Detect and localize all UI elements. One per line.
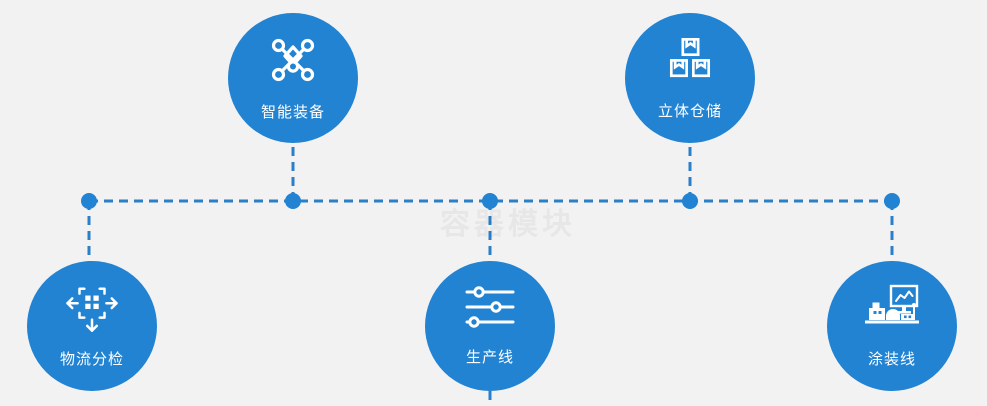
node-production-line[interactable]: 生产线 bbox=[425, 261, 555, 391]
node-painting-line[interactable]: 涂装线 bbox=[827, 261, 957, 391]
junction-dot-stereoscopic-warehouse bbox=[682, 193, 698, 209]
node-label-painting-line: 涂装线 bbox=[867, 350, 916, 368]
junction-dot-intelligent-equipment bbox=[285, 193, 301, 209]
sorting-arrows-icon bbox=[65, 284, 119, 334]
junction-dot-right bbox=[884, 193, 900, 209]
node-label-intelligent-equipment: 智能装备 bbox=[260, 103, 325, 121]
node-label-production-line: 生产线 bbox=[465, 348, 514, 366]
factory-monitor-icon bbox=[863, 284, 921, 330]
node-logistics-sorting[interactable]: 物流分检 bbox=[27, 261, 157, 391]
node-label-stereoscopic-warehouse: 立体仓储 bbox=[657, 102, 722, 120]
junction-dot-center bbox=[482, 193, 498, 209]
sliders-icon bbox=[464, 285, 516, 328]
stacked-boxes-icon bbox=[667, 36, 713, 82]
node-stereoscopic-warehouse[interactable]: 立体仓储 bbox=[625, 13, 755, 143]
junction-dot-left bbox=[81, 193, 97, 209]
node-intelligent-equipment[interactable]: 智能装备 bbox=[228, 13, 358, 143]
node-label-logistics-sorting: 物流分检 bbox=[59, 350, 124, 368]
network-nodes-icon bbox=[268, 35, 318, 85]
watermark-text: 容器模块 bbox=[440, 199, 576, 243]
